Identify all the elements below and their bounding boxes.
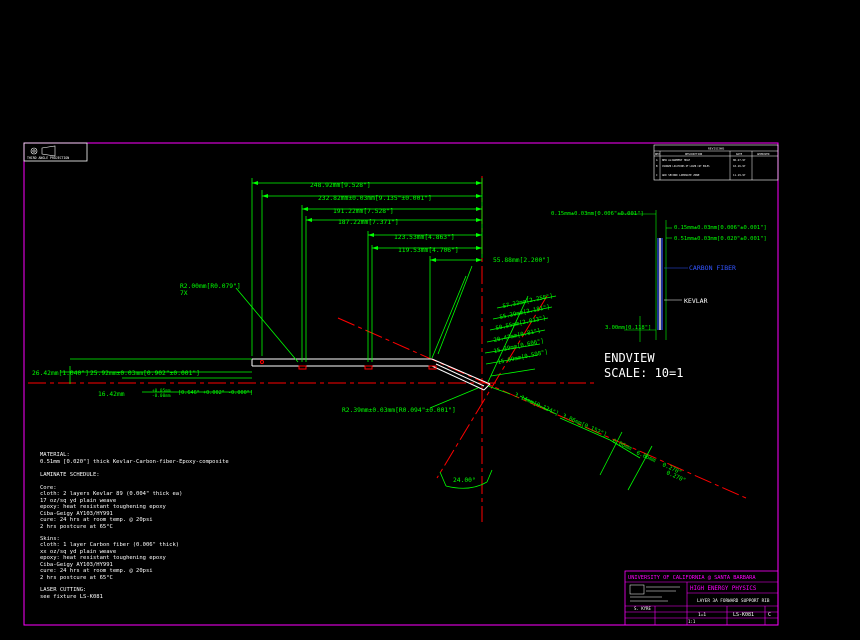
- dim-119: 119.53mm[4.706"]: [398, 247, 459, 254]
- dim-55: 55.88mm[2.200"]: [493, 257, 550, 264]
- endview-scale: SCALE: 10=1: [604, 366, 683, 380]
- projection-symbol: THIRD ANGLE PROJECTION: [23, 142, 88, 162]
- dim-diag8: 3.86mm[0.152"]: [561, 413, 607, 438]
- dim-angle-r: R2.39mm±0.03mm[R0.094"±0.001"]: [342, 407, 456, 414]
- title-sheet: 1:1: [688, 619, 696, 624]
- dim-tol-in: [0.646" +0.002" -0.000"]: [178, 390, 253, 396]
- notes-core-line: Ciba-Geigy AY103/HY991: [40, 511, 113, 517]
- rev-row-a-rev: A: [656, 158, 658, 162]
- notes-laser: see fixture LS-K081: [40, 594, 103, 600]
- notes: MATERIAL: 0.51mm [0.020"] thick Kevlar-C…: [40, 452, 229, 600]
- title-university: UNIVERSITY OF CALIFORNIA @ SANTA BARBARA: [628, 575, 756, 581]
- dim-tol-a: +0.05mm: [152, 388, 171, 394]
- dim-232: 232.82mm±0.03mm[9.135"±0.001"]: [318, 195, 432, 202]
- notes-skins-line: 2 hrs postcure at 65°C: [40, 575, 113, 581]
- rev-header-date: DATE: [736, 152, 743, 156]
- title-dept: HIGH ENERGY PHYSICS: [690, 586, 757, 592]
- rev-row-c-desc: ADD SECOND LAMINATE ZONE: [662, 173, 700, 177]
- dim-123: 123.53mm[4.863"]: [394, 234, 455, 241]
- endview-kevlar-label: KEVLAR: [684, 297, 708, 305]
- projection-label: THIRD ANGLE PROJECTION: [27, 156, 69, 160]
- sheet-border: [23, 142, 779, 626]
- endview-height-dim: 3.00mm[0.118"]: [605, 325, 651, 331]
- rev-header-approved: APPROVED: [757, 152, 770, 156]
- notes-core-line: 17 oz/sq yd plain weave: [40, 498, 116, 504]
- rev-row-c-date: 11-19-97: [733, 173, 746, 177]
- notes-skins-line: xx oz/sq yd plain weave: [40, 549, 116, 555]
- dim-radius-note: 7X: [180, 290, 188, 297]
- notes-material-heading: MATERIAL:: [40, 452, 70, 458]
- dim-191: 191.22mm[7.528"]: [333, 208, 394, 215]
- dim-left-b: 25.92mm±0.03mm[0.902"±0.001"]: [90, 370, 200, 377]
- dim-diag9: 6.86mm: [611, 438, 633, 452]
- dim-left-a: 26.42mm[1.040"]: [32, 370, 89, 377]
- dim-radius: R2.00mm[R0.079"]: [180, 283, 241, 290]
- rev-row-a-desc: NEW ALIGNMENT HOLE: [662, 158, 691, 162]
- notes-skins-line: cure: 24 hrs at room temp. @ 20psi: [40, 568, 153, 574]
- notes-laminate-heading: LAMINATE SCHEDULE:: [40, 472, 100, 478]
- rib-part: [251, 358, 491, 391]
- dimension-lines: [60, 178, 653, 491]
- notes-skins-line: epoxy: heat resistant toughening epoxy: [40, 555, 167, 561]
- title-drawn-by: S. KYRE: [634, 606, 651, 611]
- title-block: UNIVERSITY OF CALIFORNIA @ SANTA BARBARA…: [624, 570, 779, 626]
- endview-right-dim-1: 0.15mm±0.03mm[0.006"±0.001"]: [674, 225, 767, 231]
- notes-core-line: cloth: 2 layers Kevlar 89 (0.004" thick …: [40, 491, 182, 497]
- end-view: 0.15mm±0.03mm[0.006"±0.001"] 0.15mm±0.03…: [551, 210, 767, 380]
- endview-title: ENDVIEW: [604, 351, 655, 365]
- centerlines: [28, 176, 747, 522]
- endview-carbon-label: CARBON FIBER: [689, 264, 736, 272]
- rev-header-rev: REV: [655, 152, 660, 156]
- notes-core-line: epoxy: heat resistant toughening epoxy: [40, 504, 167, 510]
- notes-core-heading: Core:: [40, 485, 57, 491]
- rev-row-c-rev: C: [656, 173, 658, 177]
- notes-skins-line: cloth: 1 layer Carbon fiber (0.006" thic…: [40, 542, 179, 548]
- notes-skins-line: Ciba-Geigy AY103/HY991: [40, 562, 113, 568]
- dimension-arrows: [252, 181, 482, 262]
- dim-angle: 24.00°: [453, 476, 476, 484]
- notes-skins-heading: Skins:: [40, 536, 60, 542]
- rev-row-b-date: 10-16-97: [733, 164, 746, 168]
- notes-material: 0.51mm [0.020"] thick Kevlar-Carbon-fibe…: [40, 459, 229, 465]
- rev-row-a-date: 06-27-97: [733, 158, 746, 162]
- rev-row-b-desc: CHANGED LOCATIONS OF LASER CUT HOLES: [662, 165, 710, 168]
- notes-core-line: 2 hrs postcure at 65°C: [40, 524, 113, 530]
- title-rev: C: [768, 612, 771, 618]
- revision-title: REVISIONS: [708, 147, 724, 151]
- rev-header-desc: DESCRIPTION: [685, 152, 703, 156]
- dim-187: 187.22mm[7.371"]: [338, 219, 399, 226]
- title-dwg-no: LS-K081: [733, 612, 754, 618]
- revision-block: REVISIONS REV DESCRIPTION DATE APPROVED …: [653, 144, 779, 181]
- notes-core-line: cure: 24 hrs at room temp. @ 20psi: [40, 517, 153, 523]
- dimension-labels: 248.92mm[9.528"] 232.82mm±0.03mm[9.135"±…: [32, 182, 686, 484]
- dim-tol-b: -0.00mm: [152, 393, 171, 399]
- title-scale: 1=1: [698, 612, 706, 618]
- notes-laser-heading: LASER CUTTING:: [40, 587, 86, 593]
- laser-holes: [260, 360, 437, 370]
- rev-row-b-rev: B: [656, 164, 658, 168]
- dim-left-c: 16.42mm: [98, 391, 125, 398]
- dim-diag7: 3.14mm[0.124"]: [513, 392, 559, 417]
- endview-top-dim: 0.15mm±0.03mm[0.006"±0.001"]: [551, 211, 644, 217]
- title-part: LAYER 3A FORWARD SUPPORT RIB: [697, 598, 770, 604]
- endview-right-dim-2: 0.51mm±0.03mm[0.020"±0.001"]: [674, 236, 767, 242]
- dim-248: 248.92mm[9.528"]: [310, 182, 371, 189]
